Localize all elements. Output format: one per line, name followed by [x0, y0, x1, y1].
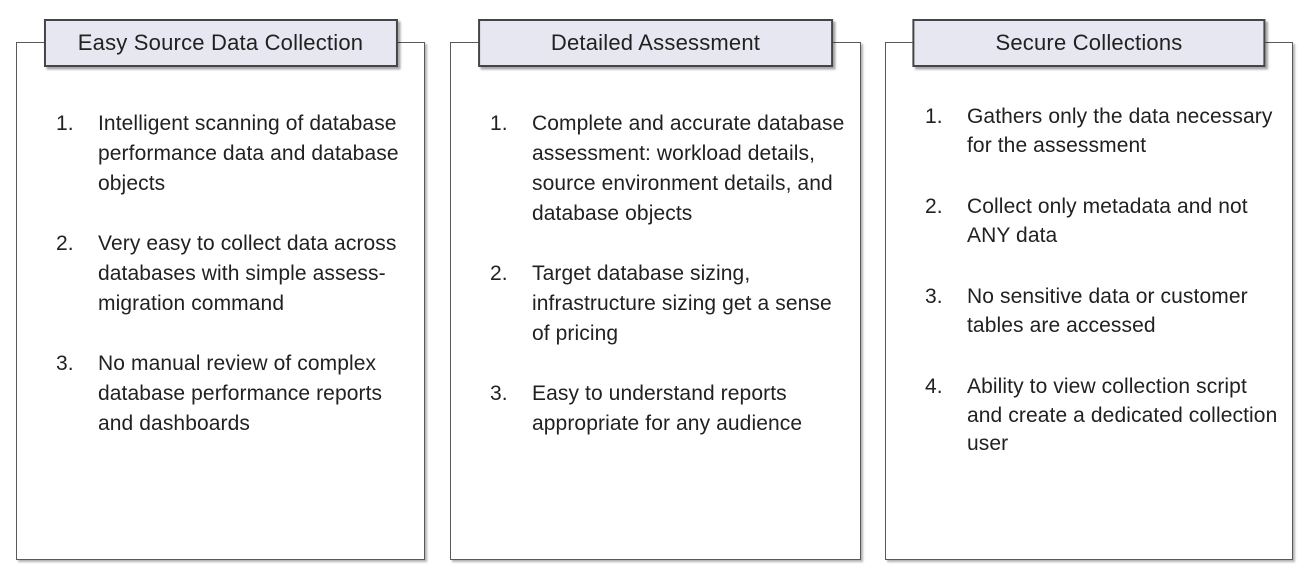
panel-title: Secure Collections: [995, 30, 1183, 55]
list-item-text: Very easy to collect data across databas…: [98, 232, 397, 315]
list-item-number: 2.: [490, 262, 508, 285]
numbered-list: 1. Complete and accurate database assess…: [451, 43, 860, 439]
panel-title-box: Easy Source Data Collection: [43, 19, 398, 67]
list-item-text: Gathers only the data necessary for the …: [967, 105, 1273, 157]
list-item-number: 4.: [925, 375, 943, 398]
panel-title-box: Detailed Assessment: [477, 19, 834, 67]
list-item-text: Complete and accurate database assessmen…: [532, 112, 845, 225]
list-item-number: 1.: [490, 112, 508, 135]
list-item: 4. Ability to view collection script and…: [925, 373, 1278, 459]
list-item-text: Easy to understand reports appropriate f…: [532, 382, 803, 435]
list-item: 2. Collect only metadata and not ANY dat…: [925, 193, 1278, 250]
list-item-text: Collect only metadata and not ANY data: [967, 195, 1248, 247]
list-item-number: 3.: [490, 382, 508, 405]
list-item-number: 1.: [925, 105, 943, 128]
list-item-text: No manual review of complex database per…: [98, 352, 383, 435]
panel-title-box: Secure Collections: [912, 19, 1266, 67]
panel-detailed-assessment: Detailed Assessment 1. Complete and accu…: [450, 19, 861, 560]
panel-title: Easy Source Data Collection: [77, 30, 364, 55]
list-item-number: 3.: [56, 352, 74, 375]
list-item: 2. Target database sizing, infrastructur…: [490, 259, 846, 349]
list-item-text: Target database sizing, infrastructure s…: [532, 262, 832, 345]
list-item-text: Intelligent scanning of database perform…: [98, 112, 399, 195]
list-item-text: No sensitive data or customer tables are…: [967, 285, 1248, 337]
list-item: 1. Intelligent scanning of database perf…: [56, 109, 410, 199]
list-item: 1. Gathers only the data necessary for t…: [925, 103, 1278, 160]
numbered-list: 1. Gathers only the data necessary for t…: [886, 43, 1292, 459]
panel-title: Detailed Assessment: [550, 30, 761, 55]
list-item-number: 1.: [56, 112, 74, 135]
list-item: 3. No sensitive data or customer tables …: [925, 283, 1278, 340]
list-item-number: 2.: [56, 232, 74, 255]
list-item-text: Ability to view collection script and cr…: [967, 375, 1278, 455]
numbered-list: 1. Intelligent scanning of database perf…: [17, 43, 424, 439]
list-item: 1. Complete and accurate database assess…: [490, 109, 846, 229]
list-item-number: 2.: [925, 195, 943, 218]
list-item: 3. No manual review of complex database …: [56, 349, 410, 439]
panel-secure-collections: Secure Collections 1. Gathers only the d…: [885, 19, 1293, 560]
list-item-number: 3.: [925, 285, 943, 308]
panel-easy-source-data-collection: Easy Source Data Collection 1. Intellige…: [16, 19, 425, 560]
list-item: 3. Easy to understand reports appropriat…: [490, 379, 846, 439]
list-item: 2. Very easy to collect data across data…: [56, 229, 410, 319]
